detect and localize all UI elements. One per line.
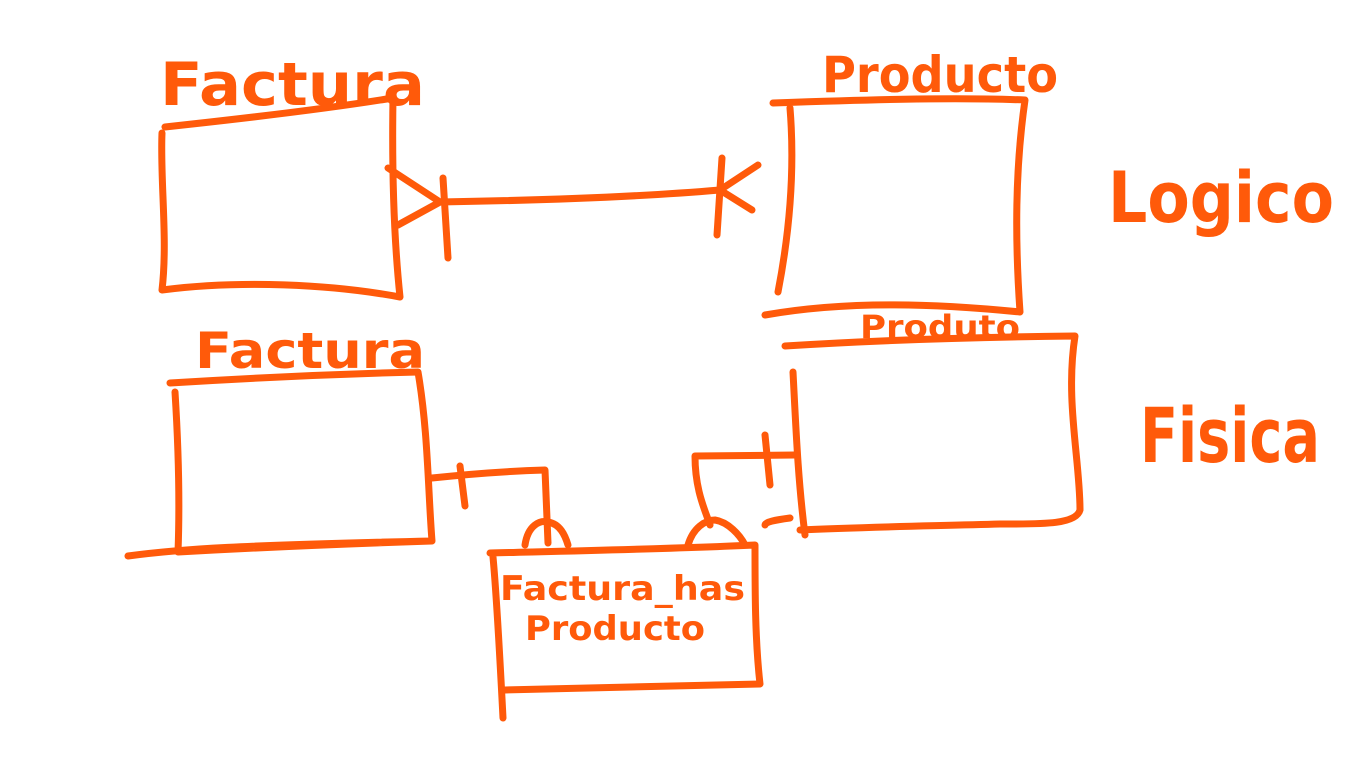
physical-producto-entity: Produto	[781, 308, 1084, 539]
crows-foot-bar	[439, 174, 452, 262]
physical-factura-entity: Factura	[124, 322, 436, 560]
physical-factura-title: Factura	[195, 322, 425, 380]
factura-one-bar	[456, 462, 469, 510]
producto-one-bar	[761, 431, 774, 489]
logical-factura-title: Factura	[160, 50, 425, 120]
logical-producto-entity: Producto	[761, 46, 1058, 319]
physical-producto-box	[781, 332, 1084, 539]
physical-producto-title: Produto	[860, 308, 1020, 346]
producto-arrow	[761, 514, 794, 529]
logical-producto-box	[761, 95, 1029, 319]
logical-factura-entity: Factura	[158, 50, 425, 301]
join-table-title-line1: Factura_has	[500, 569, 745, 609]
physical-model: Factura Produto Factura_has Producto Fis…	[124, 308, 1320, 722]
logical-model: Factura Producto Logico	[158, 46, 1334, 319]
join-table-entity: Factura_has Producto	[486, 541, 764, 722]
logical-factura-box	[158, 94, 404, 301]
producto-crows-foot	[684, 516, 749, 549]
join-table-box	[486, 541, 764, 722]
physical-relationships	[428, 431, 799, 549]
logical-label: Logico	[1108, 157, 1334, 239]
physical-factura-box	[124, 368, 436, 560]
one-fork	[716, 161, 762, 214]
logical-producto-title: Producto	[822, 46, 1058, 104]
producto-connector	[691, 451, 799, 529]
physical-label: Fisica	[1140, 391, 1320, 480]
join-table-title-line2: Producto	[525, 609, 705, 649]
factura-crows-foot	[521, 518, 572, 549]
logical-relationship	[384, 154, 762, 262]
one-bar	[713, 154, 726, 239]
factura-connector	[428, 466, 552, 547]
relationship-line	[436, 186, 724, 206]
